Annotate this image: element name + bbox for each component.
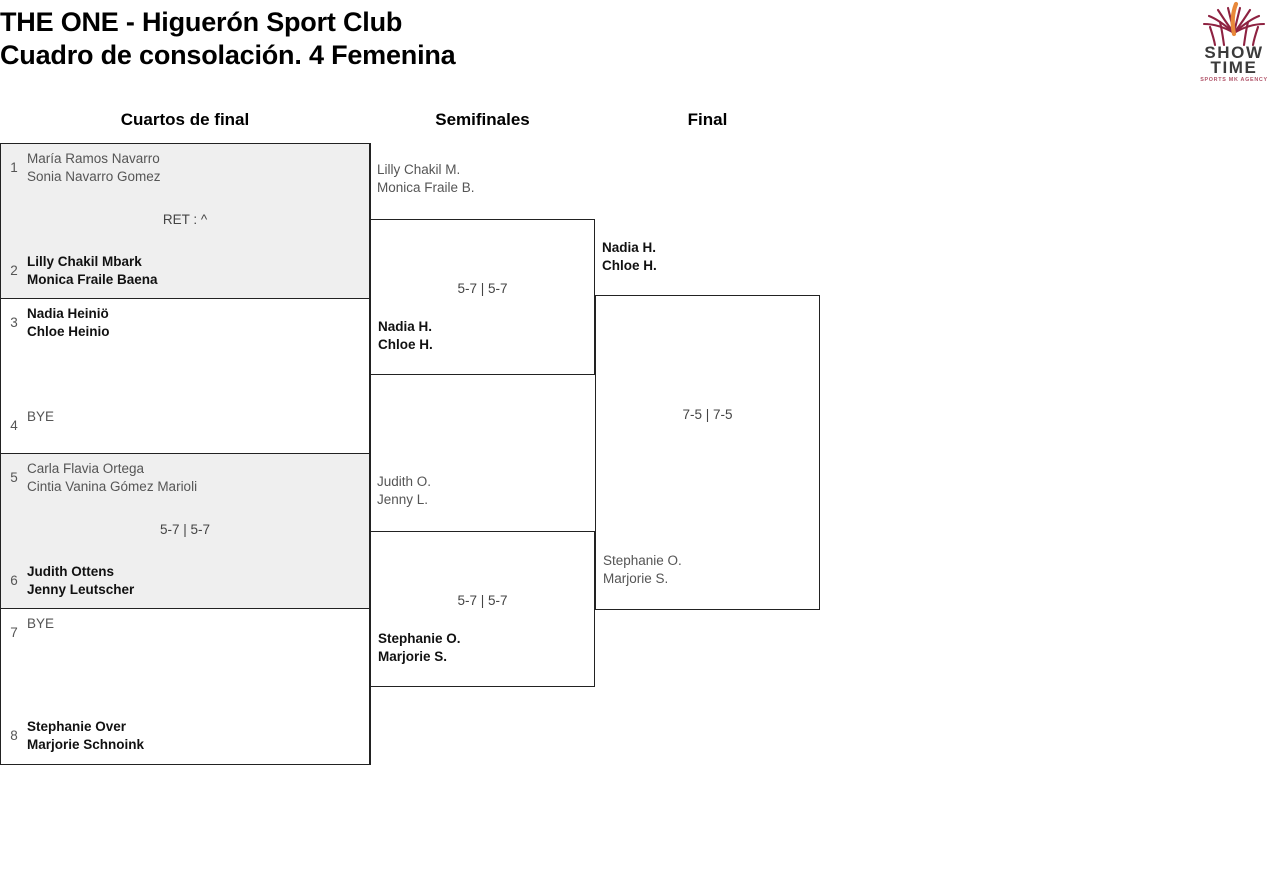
team-names: Judith Ottens Jenny Leutscher bbox=[27, 564, 135, 597]
seed-number: 6 bbox=[10, 573, 18, 588]
team-names: Carla Flavia Ortega Cintia Vanina Gómez … bbox=[27, 461, 198, 494]
match-score: 5-7 | 5-7 bbox=[159, 522, 211, 537]
team-slot[interactable]: 8 Stephanie Over Marjorie Schnoink bbox=[1, 718, 369, 754]
team-slot[interactable]: 4 BYE bbox=[1, 408, 369, 435]
team-names: Nadia Heiniö Chloe Heinio bbox=[27, 306, 110, 339]
team-names: Stephanie Over Marjorie Schnoink bbox=[27, 719, 145, 752]
team-slot[interactable]: 6 Judith Ottens Jenny Leutscher bbox=[1, 563, 369, 599]
logo-line1: SHOW bbox=[1204, 43, 1263, 62]
seed-number: 1 bbox=[10, 160, 18, 175]
match-score: RET : ^ bbox=[162, 212, 208, 227]
round-header-quarterfinals: Cuartos de final bbox=[120, 110, 250, 129]
page-title: THE ONE - Higuerón Sport Club Cuadro de … bbox=[0, 7, 456, 70]
logo-tagline: SPORTS MK AGENCY bbox=[1200, 77, 1268, 83]
match-qf4[interactable]: 7 BYE 8 Stephanie Over Marjorie Schnoink bbox=[0, 608, 370, 765]
seed-number: 3 bbox=[10, 315, 18, 330]
semifinal-2-bottom-team[interactable]: Stephanie O. Marjorie S. bbox=[378, 631, 461, 664]
seed-number: 7 bbox=[10, 625, 18, 640]
logo-line2: TIME bbox=[1210, 58, 1257, 77]
match-score: 7-5 | 7-5 bbox=[682, 407, 733, 422]
team-slot[interactable]: 2 Lilly Chakil Mbark Monica Fraile Baena bbox=[1, 253, 369, 289]
final-bottom-team[interactable]: Stephanie O. Marjorie S. bbox=[603, 553, 682, 586]
team-names: María Ramos Navarro Sonia Navarro Gomez bbox=[27, 151, 161, 184]
seed-number: 2 bbox=[10, 263, 18, 278]
team-names: Lilly Chakil Mbark Monica Fraile Baena bbox=[27, 254, 158, 287]
team-slot[interactable]: 7 BYE bbox=[1, 615, 369, 642]
match-score: 5-7 | 5-7 bbox=[457, 281, 508, 296]
match-sf2[interactable]: 5-7 | 5-7 Stephanie O. Marjorie S. bbox=[370, 531, 595, 687]
showtime-logo: SHOW TIME SPORTS MK AGENCY bbox=[1190, 0, 1278, 84]
team-names: BYE bbox=[27, 409, 55, 424]
match-final[interactable]: 7-5 | 7-5 Stephanie O. Marjorie S. bbox=[595, 295, 820, 610]
final-top-team[interactable]: Nadia H. Chloe H. bbox=[602, 240, 657, 273]
round-header-final: Final bbox=[687, 110, 728, 129]
seed-number: 5 bbox=[10, 470, 18, 485]
match-qf3[interactable]: 5 Carla Flavia Ortega Cintia Vanina Góme… bbox=[0, 453, 370, 609]
round-header-semifinals: Semifinales bbox=[435, 110, 530, 129]
team-slot[interactable]: 5 Carla Flavia Ortega Cintia Vanina Góme… bbox=[1, 460, 369, 496]
semifinal-connector-line bbox=[370, 143, 371, 765]
team-names: BYE bbox=[27, 616, 55, 631]
match-qf2[interactable]: 3 Nadia Heiniö Chloe Heinio 4 BYE bbox=[0, 298, 370, 454]
semifinal-1-top-team[interactable]: Lilly Chakil M. Monica Fraile B. bbox=[377, 162, 475, 195]
match-score: 5-7 | 5-7 bbox=[457, 593, 508, 608]
showtime-logo-icon: SHOW TIME SPORTS MK AGENCY bbox=[1200, 1, 1268, 83]
team-slot[interactable]: 1 María Ramos Navarro Sonia Navarro Gome… bbox=[1, 150, 369, 186]
match-sf1[interactable]: 5-7 | 5-7 Nadia H. Chloe H. bbox=[370, 219, 595, 375]
team-slot[interactable]: 3 Nadia Heiniö Chloe Heinio bbox=[1, 305, 369, 341]
match-qf1[interactable]: 1 María Ramos Navarro Sonia Navarro Gome… bbox=[0, 143, 370, 299]
semifinal-1-bottom-team[interactable]: Nadia H. Chloe H. bbox=[378, 319, 433, 352]
semifinal-2-top-team[interactable]: Judith O. Jenny L. bbox=[377, 474, 432, 507]
seed-number: 4 bbox=[10, 418, 18, 433]
seed-number: 8 bbox=[10, 728, 18, 743]
